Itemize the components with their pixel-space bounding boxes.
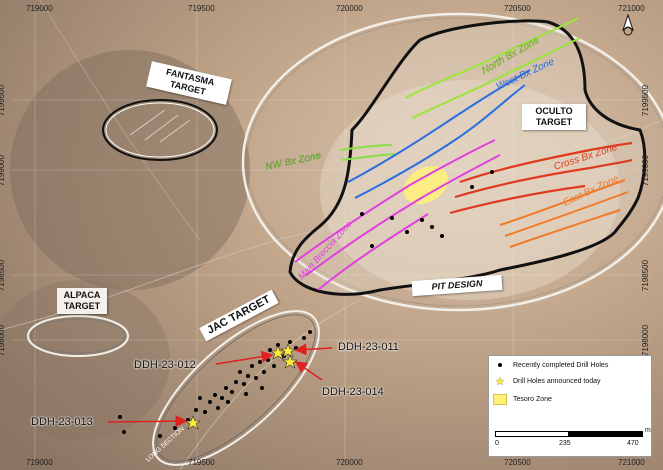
legend-tesoro-zone-label: Tesoro Zone [513,395,552,403]
coord-left-7199500: 7199500 [0,84,7,117]
fantasma-target-ellipse [102,99,218,161]
legend-tesoro-zone: Tesoro Zone [493,393,552,405]
drill-hole-arrows [107,343,333,428]
coord-left-7198500: 7198500 [0,259,7,292]
light-terrain-patch [320,80,620,300]
pit-drill-holes [360,170,494,248]
road-track [0,119,663,331]
east-bx-zone-lines [499,179,629,248]
legend-announced-holes-label: Drill Holes announced today [513,377,601,385]
coord-bottom-719500: 719500 [188,458,215,467]
dark-terrain-patch [10,50,250,290]
coord-top-721000: 721000 [618,4,645,13]
coord-top-720500: 720500 [504,4,531,13]
scale-unit: m [645,427,651,434]
scale-tick-470: 470 [627,440,639,447]
coord-top-719000: 719000 [26,4,53,13]
star-ddh-23-011 [280,343,296,358]
coordinate-grid [12,12,650,458]
star-ddh-23-013 [185,415,201,430]
north-arrow-icon [620,14,636,36]
coord-left-7199000: 7199000 [0,154,7,187]
oculto-target-label: OCULTO TARGET [522,104,586,130]
ddh-23-013-label: DDH-23-013 [31,416,93,428]
coord-right-7198500: 7198500 [641,259,651,292]
coord-right-7199500: 7199500 [641,84,651,117]
legend-announced-holes: ★ Drill Holes announced today [493,375,601,388]
main-breccia-zone-lines [294,139,501,291]
coord-bottom-720000: 720000 [336,458,363,467]
alpaca-target-ellipse-inner [30,318,126,354]
scale-bar-segment-black [569,431,643,437]
ddh-23-012-label: DDH-23-012 [134,359,196,371]
coord-top-719500: 719500 [188,4,215,13]
oculto-target-circle-inner [246,17,663,307]
dark-terrain-patch-2 [0,280,170,440]
coord-bottom-719000: 719000 [26,458,53,467]
alpaca-target-label: ALPACA TARGET [57,288,107,314]
coord-right-7198000: 7198000 [641,324,651,357]
tesoro-zone-swatch-icon [493,393,507,405]
coord-top-720000: 720000 [336,4,363,13]
yellow-star-icon: ★ [495,375,505,388]
star-ddh-23-014 [282,354,298,369]
scale-tick-235: 235 [559,440,571,447]
black-dot-icon [498,363,502,367]
coord-right-7199000: 7199000 [641,154,651,187]
ddh-23-014-label: DDH-23-014 [322,386,384,398]
coord-left-7198000: 7198000 [0,324,7,357]
oculto-target-circle [241,12,663,312]
nw-bx-zone-lines [339,144,396,161]
announced-drill-holes [185,343,298,430]
alpaca-target-text: ALPACA TARGET [63,290,101,311]
coord-bottom-721000: 721000 [618,458,645,467]
tesoro-zone-area [403,166,449,204]
legend-recent-holes-label: Recently completed Drill Holes [513,361,609,369]
jac-target-ellipse-inner [156,314,316,462]
map-legend: Recently completed Drill Holes ★ Drill H… [488,355,652,457]
legend-recent-holes: Recently completed Drill Holes [493,360,608,370]
north-bx-zone-lines [404,17,581,119]
ddh-23-011-label: DDH-23-011 [338,341,399,353]
pit-design-text: PIT DESIGN [431,278,483,292]
fantasma-light-streaks [129,109,191,143]
west-bx-zone-lines [347,69,531,199]
coord-bottom-720500: 720500 [504,458,531,467]
jac-target-ellipse [152,310,320,466]
pit-design-outline [288,19,647,296]
scale-tick-0: 0 [495,440,499,447]
road-track-3 [39,0,201,241]
alpaca-target-ellipse [27,315,129,357]
fantasma-target-ellipse-inner [105,102,215,158]
scale-bar-segment-white [495,431,569,437]
oculto-target-text: OCULTO TARGET [535,106,573,127]
